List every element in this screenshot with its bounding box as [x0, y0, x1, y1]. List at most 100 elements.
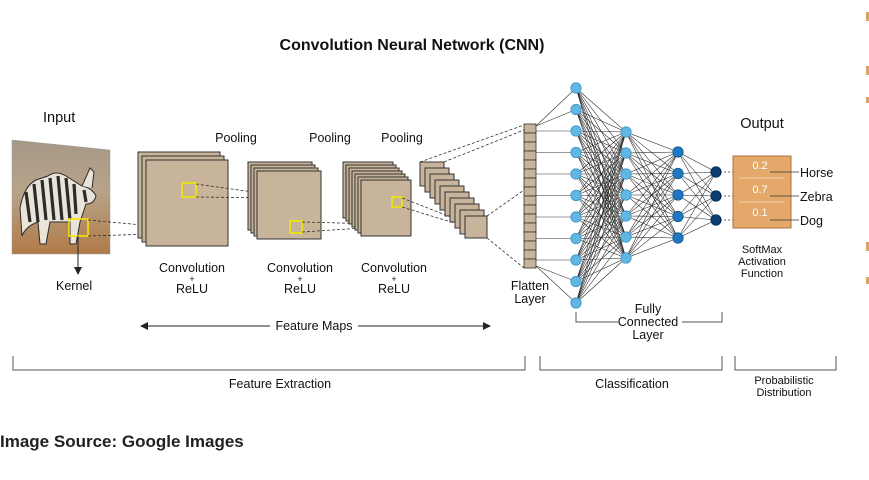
flatten-cell — [523, 150, 537, 161]
network-edge — [575, 236, 627, 304]
conv-label-2-plus: + — [297, 274, 302, 284]
network-node — [570, 168, 582, 180]
flatten-label-line2: Layer — [514, 292, 545, 306]
network-edge — [677, 171, 717, 239]
probabilistic-label-line1: Probabilistic — [754, 375, 814, 387]
projection-line — [301, 221, 379, 225]
network-edge — [575, 131, 627, 218]
fully-connected-label-line3: Layer — [632, 328, 663, 342]
network-edge — [677, 173, 717, 197]
class-label-zebra: Zebra — [800, 190, 833, 204]
network-node — [620, 168, 632, 180]
map1-kernel-box — [181, 182, 197, 198]
network-edge — [575, 131, 627, 261]
network-edge — [625, 151, 679, 238]
softmax-label-line2: Activation — [738, 256, 786, 268]
network-edge — [625, 173, 679, 259]
projection-line — [486, 237, 525, 269]
network-node — [710, 166, 722, 178]
conv-label-2-line2: ReLU — [284, 282, 316, 296]
page-edge-mark — [866, 242, 869, 251]
network-edge — [575, 131, 627, 239]
network-edge — [625, 151, 679, 175]
flatten-cell — [523, 159, 537, 170]
pooled-map-stack — [419, 161, 488, 239]
flatten-cell — [523, 204, 537, 215]
flatten-label-line1: Flatten — [511, 279, 549, 293]
conv-label-3: Convolution + ReLU — [361, 261, 427, 296]
network-node — [570, 232, 582, 245]
projection-line — [443, 129, 525, 163]
output-box — [732, 155, 792, 229]
network-node — [570, 254, 582, 266]
kernel-label: Kernel — [56, 279, 92, 293]
network-edge — [677, 151, 717, 221]
network-node — [570, 103, 582, 116]
network-edge — [677, 219, 717, 239]
network-edge — [535, 109, 577, 127]
projection-line — [486, 189, 525, 217]
flatten-cell — [523, 213, 537, 224]
network-edge — [677, 151, 717, 173]
network-node — [570, 297, 582, 309]
network-edge — [625, 194, 679, 259]
network-edge — [677, 195, 717, 239]
flatten-cell — [523, 141, 537, 152]
pooling-label-2: Pooling — [309, 131, 351, 145]
network-edge — [575, 194, 627, 304]
output-label: Output — [740, 116, 784, 132]
input-image — [11, 139, 111, 255]
network-node — [672, 210, 684, 223]
network-node — [620, 252, 632, 264]
network-node — [672, 232, 684, 244]
page-edge-mark — [866, 277, 869, 284]
network-node — [620, 126, 632, 138]
page-edge-mark — [866, 66, 869, 75]
conv-label-2-line1: Convolution — [267, 261, 333, 275]
diagram-title: Convolution Neural Network (CNN) — [280, 37, 545, 54]
flatten-cell — [523, 258, 537, 269]
network-edge — [575, 173, 627, 304]
conv-label-2: Convolution + ReLU — [267, 261, 333, 296]
flatten-cell — [523, 195, 537, 206]
fully-connected-bracket — [575, 312, 723, 323]
flatten-cell — [523, 168, 537, 179]
image-source-caption: Image Source: Google Images — [0, 432, 244, 451]
page-edge-mark — [866, 97, 869, 103]
softmax-label-line1: SoftMax — [742, 244, 783, 256]
conv-label-1-plus: + — [189, 274, 194, 284]
network-edge — [575, 131, 627, 282]
flatten-cell — [523, 240, 537, 251]
network-edge — [677, 171, 717, 217]
conv-label-3-line2: ReLU — [378, 282, 410, 296]
conv-label-1-line2: ReLU — [176, 282, 208, 296]
projection-line — [301, 226, 379, 233]
flatten-cell — [523, 222, 537, 233]
network-node — [672, 189, 684, 201]
network-edge — [625, 237, 679, 259]
network-edge — [677, 171, 717, 174]
network-edge — [575, 152, 627, 304]
probabilistic-label-line2: Distribution — [756, 387, 811, 399]
network-edge — [625, 151, 679, 196]
network-node — [710, 190, 722, 202]
conv-label-3-plus: + — [391, 274, 396, 284]
network-edge — [677, 171, 717, 196]
output-value-horse: 0.2 — [752, 160, 767, 172]
network-node — [570, 275, 582, 288]
conv-label-1-line1: Convolution — [159, 261, 225, 275]
classification-bracket — [539, 356, 723, 371]
network-node — [620, 147, 632, 159]
flatten-cell — [523, 186, 537, 197]
flatten-cell — [523, 231, 537, 242]
map2-kernel-box — [289, 220, 303, 234]
pooling-label-3: Pooling — [381, 131, 423, 145]
flatten-cell — [523, 132, 537, 143]
network-edge — [677, 173, 717, 221]
page-edge-mark — [866, 12, 869, 21]
network-connections — [535, 87, 733, 304]
probabilistic-bracket — [734, 356, 837, 371]
projection-line — [419, 124, 525, 163]
network-edge — [625, 216, 679, 259]
